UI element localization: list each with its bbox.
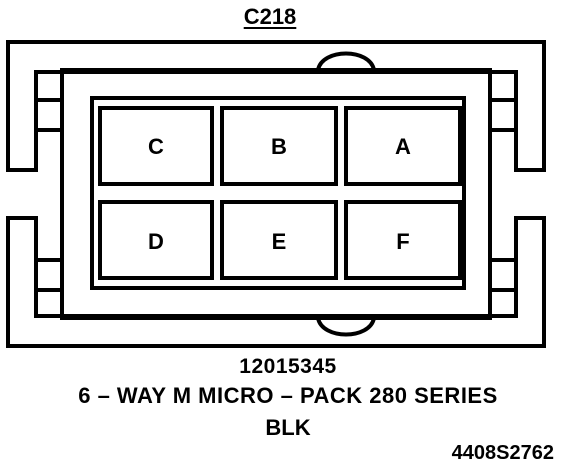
pin-cell-e (220, 200, 338, 280)
outer-frame-bottom (6, 216, 546, 348)
figure-id: 4408S2762 (451, 442, 554, 464)
pin-label-c: C (148, 134, 164, 159)
pin-cell-a (344, 106, 462, 186)
part-number: 12015345 (239, 355, 337, 378)
housing (60, 68, 492, 320)
pin-label-b: B (271, 134, 287, 159)
pin-label-d: D (148, 229, 164, 254)
connector-color-code: BLK (265, 415, 311, 440)
latch-bottom (316, 317, 376, 337)
pin-cavity-area (90, 96, 466, 290)
pin-cell-b (220, 106, 338, 186)
pin-cell-c (98, 106, 214, 186)
pin-cell-d (98, 200, 214, 280)
pin-label-a: A (395, 134, 411, 159)
connector-title: C218 (243, 4, 297, 29)
pin-cell-f (344, 200, 462, 280)
pin-label-e: E (272, 229, 287, 254)
connector-description: 6 – WAY M MICRO – PACK 280 SERIES (78, 383, 498, 408)
latch-top (316, 51, 376, 71)
outer-frame (6, 40, 546, 172)
pin-label-f: F (396, 229, 409, 254)
